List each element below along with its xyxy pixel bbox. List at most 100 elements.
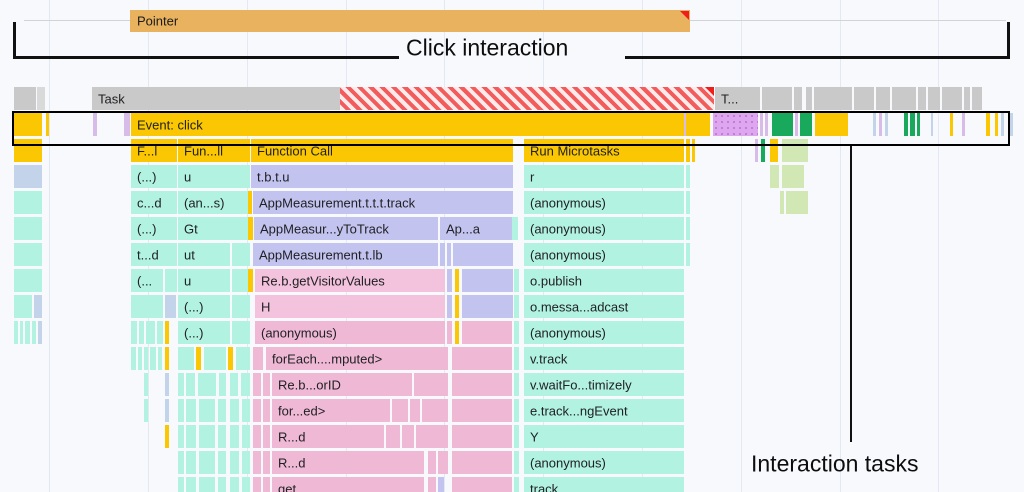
flame-entry[interactable] — [462, 269, 513, 292]
flame-entry[interactable] — [514, 295, 519, 318]
flame-entry[interactable] — [146, 321, 155, 344]
flame-entry[interactable] — [794, 87, 802, 110]
flame-entry[interactable] — [452, 347, 512, 370]
flame-entry[interactable] — [158, 347, 162, 370]
interaction-entry-pointer[interactable]: Pointer — [130, 10, 690, 32]
flame-entry[interactable] — [684, 113, 686, 136]
flame-entry[interactable] — [242, 451, 250, 474]
flame-entry-u[interactable]: u — [178, 165, 250, 188]
flame-entry[interactable] — [230, 451, 239, 474]
flame-entry[interactable] — [186, 451, 196, 474]
flame-entry-y[interactable]: Y — [524, 425, 684, 448]
flame-entry[interactable] — [950, 113, 953, 136]
flame-entry-r[interactable]: r — [524, 165, 684, 188]
flame-entry[interactable] — [14, 113, 42, 136]
flame-entry[interactable] — [228, 347, 233, 370]
flame-entry[interactable] — [447, 295, 452, 318]
flame-entry[interactable] — [242, 477, 250, 492]
flame-entry[interactable] — [879, 113, 882, 136]
flame-entry[interactable] — [455, 321, 459, 344]
flame-entry[interactable] — [199, 477, 215, 492]
flame-entry[interactable] — [1001, 113, 1004, 136]
flame-entry-t[interactable]: T... — [715, 87, 760, 110]
flame-entry[interactable] — [263, 399, 270, 422]
flame-entry[interactable] — [686, 217, 690, 240]
flame-entry[interactable] — [713, 113, 758, 136]
flame-entry[interactable] — [800, 113, 812, 136]
flame-entry-an-s[interactable]: (an...s) — [178, 191, 250, 214]
flame-entry[interactable] — [964, 87, 970, 110]
flame-entry-foreach-mputed[interactable]: forEach....mputed> — [266, 347, 448, 370]
flame-entry-[interactable]: (...) — [178, 295, 230, 318]
flame-entry-c-d[interactable]: c...d — [131, 191, 177, 214]
flame-entry[interactable] — [14, 321, 18, 344]
flame-entry[interactable] — [232, 269, 250, 292]
flame-entry[interactable] — [204, 347, 226, 370]
flame-entry[interactable] — [178, 477, 184, 492]
flame-entry[interactable] — [786, 191, 808, 214]
flame-entry[interactable] — [178, 399, 184, 422]
flame-entry[interactable] — [218, 399, 226, 422]
flame-entry[interactable] — [455, 269, 459, 292]
flame-entry[interactable] — [686, 191, 690, 214]
flame-entry[interactable] — [165, 321, 169, 344]
flame-entry[interactable] — [392, 399, 408, 422]
flame-entry[interactable] — [755, 139, 758, 162]
flame-entry[interactable] — [236, 347, 250, 370]
flame-entry[interactable] — [452, 477, 512, 492]
flame-entry-v-waitfo-timizely[interactable]: v.waitFo...timizely — [524, 373, 684, 396]
flame-entry-v-track[interactable]: v.track — [524, 347, 684, 370]
flame-entry-fun-ll[interactable]: Fun...ll — [178, 139, 250, 162]
flame-entry[interactable] — [910, 113, 915, 136]
flame-entry-r-d[interactable]: R...d — [272, 425, 384, 448]
flame-entry[interactable] — [340, 87, 714, 110]
flame-entry-u[interactable]: u — [178, 269, 230, 292]
flame-entry[interactable] — [782, 139, 808, 162]
flame-entry[interactable] — [165, 295, 176, 318]
flame-entry[interactable] — [124, 113, 130, 136]
flame-entry-r-d[interactable]: R...d — [272, 451, 424, 474]
flame-entry[interactable] — [232, 295, 250, 318]
flame-entry[interactable] — [514, 347, 519, 370]
flame-entry-task[interactable]: Task — [92, 87, 340, 110]
flame-entry-anonymous[interactable]: (anonymous) — [524, 217, 684, 240]
flame-entry[interactable] — [462, 295, 513, 318]
flame-entry[interactable] — [242, 399, 250, 422]
flame-entry[interactable] — [165, 399, 169, 422]
flame-entry[interactable] — [144, 373, 148, 396]
flame-entry[interactable] — [150, 347, 156, 370]
flame-entry-re-b-getvisitorvalues[interactable]: Re.b.getVisitorValues — [255, 269, 445, 292]
flame-entry[interactable] — [806, 87, 812, 110]
flame-entry-gt[interactable]: Gt — [178, 217, 250, 240]
flame-entry[interactable] — [512, 217, 518, 240]
flame-entry[interactable] — [455, 295, 459, 318]
flame-entry[interactable] — [196, 347, 201, 370]
flame-entry[interactable] — [917, 113, 920, 136]
flame-entry[interactable] — [438, 477, 444, 492]
flame-entry[interactable] — [422, 399, 448, 422]
flame-entry[interactable] — [199, 451, 215, 474]
flame-entry[interactable] — [14, 295, 32, 318]
flame-entry[interactable] — [138, 347, 142, 370]
flame-entry-[interactable]: (... — [131, 269, 163, 292]
flame-entry-run-microtasks[interactable]: Run Microtasks — [524, 139, 684, 162]
flame-entry[interactable] — [144, 399, 148, 422]
flame-entry[interactable] — [416, 425, 448, 448]
flame-entry[interactable] — [986, 113, 990, 136]
flame-entry[interactable] — [410, 399, 420, 422]
flame-entry[interactable] — [761, 139, 765, 162]
flame-entry[interactable] — [165, 425, 169, 448]
flame-entry[interactable] — [186, 477, 196, 492]
flame-entry[interactable] — [248, 191, 252, 214]
flame-entry[interactable] — [414, 373, 448, 396]
flame-entry[interactable] — [762, 87, 792, 110]
flame-entry[interactable] — [144, 347, 148, 370]
flame-entry-re-b-orid[interactable]: Re.b...orID — [272, 373, 412, 396]
flame-entry[interactable] — [38, 321, 42, 344]
flame-entry[interactable] — [14, 217, 42, 240]
flame-entry[interactable] — [219, 373, 226, 396]
flame-entry[interactable] — [14, 243, 42, 266]
flame-entry[interactable] — [131, 347, 136, 370]
flame-entry[interactable] — [1010, 113, 1013, 136]
flame-entry[interactable] — [447, 321, 452, 344]
